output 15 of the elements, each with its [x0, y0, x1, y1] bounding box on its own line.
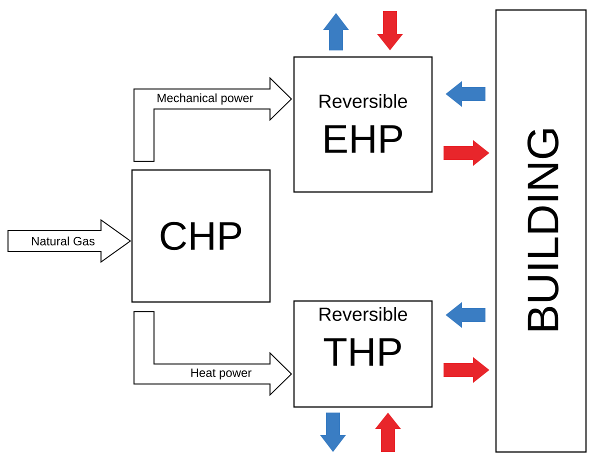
process-box: CHP — [131, 169, 271, 303]
arrow — [323, 13, 349, 50]
process-box: Reversible EHP — [293, 56, 433, 193]
edge-label: Natural Gas — [30, 236, 96, 246]
arrow — [444, 140, 490, 166]
edge-label: Mechanical power — [156, 92, 254, 106]
arrow — [377, 11, 403, 50]
arrow — [446, 302, 486, 328]
building-box: BUILDING — [495, 9, 587, 453]
process-box: Reversible THP — [293, 300, 433, 408]
arrow — [320, 412, 346, 452]
arrow — [444, 356, 490, 383]
edge-label: Heat power — [190, 368, 252, 380]
arrow — [446, 81, 486, 107]
arrow — [375, 412, 401, 452]
